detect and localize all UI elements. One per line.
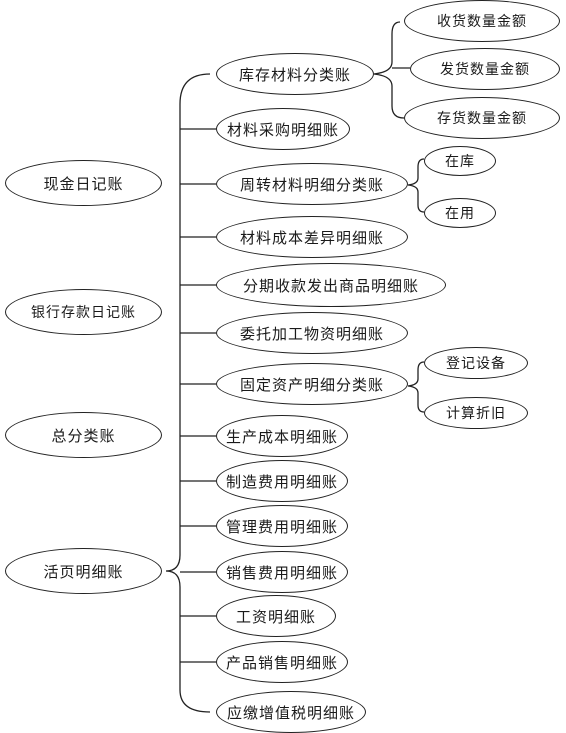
sales-expense-node: 销售费用明细账 bbox=[216, 551, 348, 593]
main-brace bbox=[165, 73, 211, 713]
fixed-asset-ledger-node: 固定资产明细分类账 bbox=[216, 363, 408, 405]
management-expense-node: 管理费用明细账 bbox=[216, 505, 348, 547]
bank-deposit-journal-node: 银行存款日记账 bbox=[5, 289, 162, 335]
inventory-brace bbox=[373, 21, 405, 119]
consigned-processing-node: 委托加工物资明细账 bbox=[216, 312, 408, 354]
loose-leaf-ledger-node: 活页明细账 bbox=[5, 548, 162, 594]
wages-ledger-node: 工资明细账 bbox=[216, 595, 336, 637]
manufacturing-expense-node: 制造费用明细账 bbox=[216, 460, 348, 502]
turnover-brace bbox=[407, 158, 425, 213]
material-purchase-node: 材料采购明细账 bbox=[216, 108, 350, 150]
receipt-quantity-amount-node: 收货数量金额 bbox=[404, 0, 560, 42]
turnover-material-node: 周转材料明细分类账 bbox=[216, 163, 408, 205]
in-use-node: 在用 bbox=[424, 198, 496, 228]
vat-payable-node: 应缴增值税明细账 bbox=[216, 691, 366, 733]
cash-journal-node: 现金日记账 bbox=[5, 160, 162, 206]
general-ledger-node: 总分类账 bbox=[5, 412, 162, 458]
register-equipment-node: 登记设备 bbox=[424, 347, 528, 379]
in-stock-node: 在库 bbox=[424, 146, 496, 176]
installment-goods-node: 分期收款发出商品明细账 bbox=[216, 263, 446, 307]
issue-quantity-amount-node: 发货数量金额 bbox=[410, 48, 560, 90]
production-cost-node: 生产成本明细账 bbox=[216, 415, 348, 457]
inventory-ledger-node: 库存材料分类账 bbox=[216, 53, 374, 95]
stock-quantity-amount-node: 存货数量金额 bbox=[404, 97, 560, 139]
product-sales-node: 产品销售明细账 bbox=[216, 641, 348, 683]
material-cost-variance-node: 材料成本差异明细账 bbox=[216, 216, 408, 258]
calculate-depreciation-node: 计算折旧 bbox=[424, 397, 528, 429]
fixed-asset-brace bbox=[407, 361, 425, 413]
